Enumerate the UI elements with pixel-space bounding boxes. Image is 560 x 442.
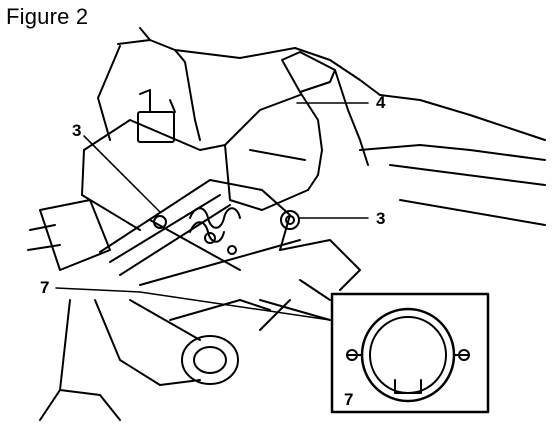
callout-7-inset: 7 xyxy=(344,390,353,409)
callout-3-right: 3 xyxy=(376,209,385,228)
right-mount xyxy=(259,210,361,321)
callout-4: 4 xyxy=(376,93,386,112)
callout-7-main: 7 xyxy=(40,278,49,297)
steering-column xyxy=(99,179,301,286)
inset-detail xyxy=(330,292,490,414)
figure-title: Figure 2 xyxy=(6,4,89,29)
callout-3-left: 3 xyxy=(72,121,81,140)
upper-bracket xyxy=(81,89,226,231)
pedal-bracket xyxy=(224,51,369,211)
leader-lines xyxy=(55,102,369,321)
firewall-panel xyxy=(97,27,546,226)
lower-column xyxy=(27,199,291,421)
